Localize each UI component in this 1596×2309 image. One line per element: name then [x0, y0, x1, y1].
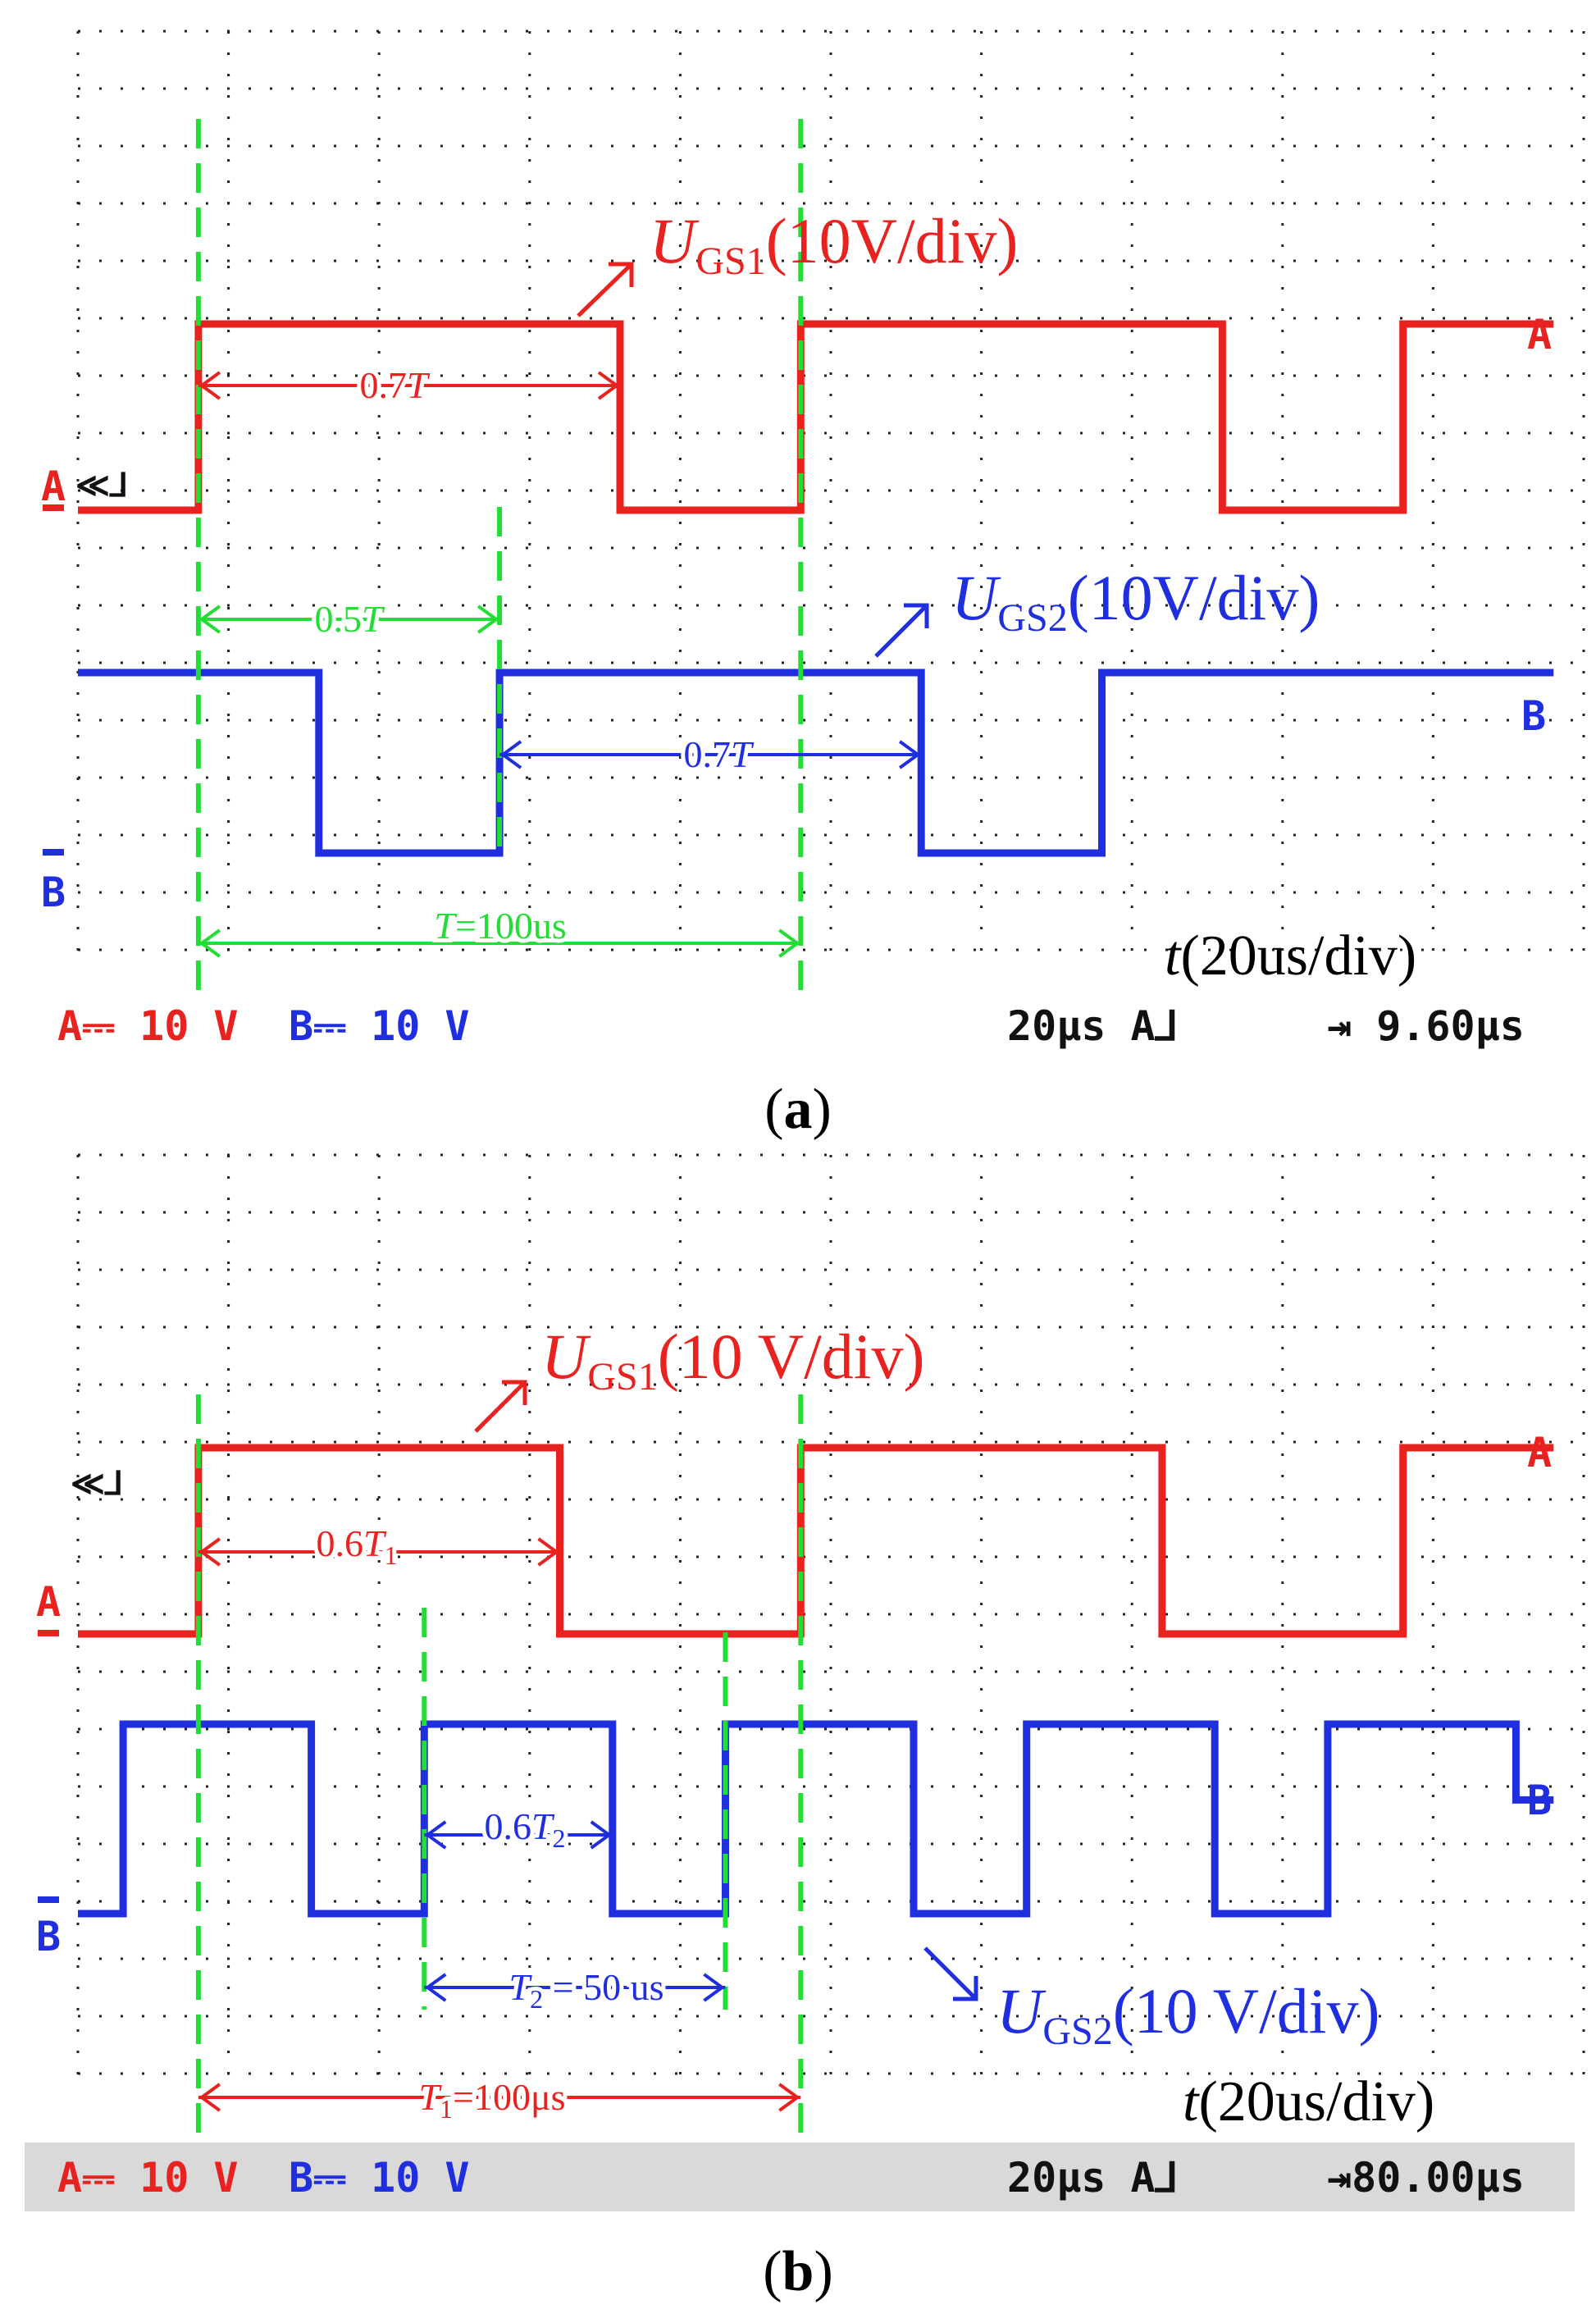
- time-axis-label: t(20us/div): [1183, 2070, 1434, 2133]
- arrowhead-left: [424, 1973, 447, 2002]
- arrowhead-right: [597, 371, 620, 400]
- status-ch-b: B⎓ 10 V: [289, 1002, 470, 1050]
- channel-b-end-marker: B: [1527, 1777, 1552, 1824]
- pointer-arrow-ugs2: [874, 603, 929, 658]
- arrowhead-right: [778, 2083, 800, 2112]
- arrowhead-left: [198, 929, 221, 958]
- status-timebase: 20μs A⅃: [1007, 2154, 1178, 2202]
- trigger-marker: ≪⅃: [71, 1465, 123, 1503]
- panel-caption-a: (a): [764, 1078, 832, 1141]
- annotation-label: 0.7T: [359, 364, 431, 406]
- channel-a-marker: A: [36, 1578, 61, 1626]
- status-delay: ⇥80.00μs: [1327, 2154, 1525, 2202]
- arrowhead-right: [778, 929, 800, 958]
- arrowhead-right: [537, 1537, 559, 1567]
- status-bar-background-b: [25, 2142, 1575, 2211]
- arrowhead-right: [477, 605, 499, 634]
- arrowhead-left: [198, 605, 221, 634]
- panel-b: 0.6T1 0.6T2 T2 = 50 us T1=100μs UGS1(10 …: [25, 1153, 1585, 2303]
- channel-b-marker: B: [41, 869, 66, 916]
- marker-lines-a: [195, 119, 804, 997]
- pointer-arrow-ugs1: [474, 1380, 527, 1433]
- trigger-marker: ≪⅃: [75, 467, 128, 504]
- annotation-label: T2 = 50 us: [509, 1966, 664, 2014]
- channel-a-end-marker: A: [1527, 311, 1552, 358]
- channel-a-ground-tick: [43, 504, 64, 511]
- scope-grid-b: [76, 1153, 1585, 2091]
- waveform-ugs2-a: [78, 669, 1554, 857]
- annotation-label: T=100us: [434, 905, 566, 947]
- time-axis-label: t(20us/div): [1165, 924, 1416, 988]
- dimension-arrows-b: [198, 1537, 801, 2112]
- status-ch-a: A⎓ 10 V: [57, 1002, 239, 1050]
- annotation-label: 0.6T2: [484, 1805, 565, 1853]
- annotation-label: 0.6T1: [316, 1522, 397, 1570]
- channel-b-end-marker: B: [1521, 692, 1546, 740]
- channel-a-ground-tick: [38, 1630, 59, 1636]
- channel-a-end-marker: A: [1527, 1429, 1552, 1476]
- arrowhead-left: [424, 1820, 447, 1850]
- series-label-ugs2: UGS2(10V/div): [951, 562, 1320, 640]
- series-label-ugs1: UGS1(10 V/div): [541, 1321, 924, 1399]
- channel-b-ground-tick: [43, 849, 64, 856]
- waveform-ugs1-b: [78, 1444, 1554, 1638]
- status-ch-a: A⎓ 10 V: [57, 2154, 239, 2202]
- series-label-ugs2: UGS2(10 V/div): [996, 1975, 1379, 2053]
- arrowhead-left: [198, 2083, 221, 2112]
- channel-b-ground-tick: [38, 1896, 59, 1903]
- scope-grid-a: [76, 30, 1585, 967]
- panel-a: 0.7T 0.5T 0.7T T=100us UGS1(10V/div) UGS…: [41, 30, 1585, 1141]
- arrowhead-right: [590, 1820, 613, 1850]
- status-ch-b: B⎓ 10 V: [289, 2154, 470, 2202]
- pointer-arrow-ugs1: [577, 262, 634, 317]
- arrowhead-right: [703, 1973, 725, 2002]
- channel-b-marker: B: [36, 1913, 61, 1960]
- panel-caption-b: (b): [763, 2240, 833, 2303]
- status-delay: ⇥ 9.60μs: [1327, 1002, 1525, 1050]
- channel-a-marker: A: [41, 463, 66, 510]
- pointer-arrow-ugs2: [923, 1946, 978, 2001]
- series-label-ugs1: UGS1(10V/div): [650, 205, 1018, 283]
- annotation-label: T1=100μs: [418, 2076, 565, 2124]
- dimension-arrows-a: [198, 371, 922, 958]
- status-timebase: 20μs A⅃: [1007, 1002, 1178, 1050]
- arrowhead-left: [198, 1537, 221, 1567]
- annotation-label: 0.7T: [683, 733, 755, 775]
- annotation-label: 0.5T: [314, 598, 385, 640]
- arrowhead-left: [499, 740, 522, 769]
- marker-lines-b: [195, 1394, 804, 2133]
- waveform-ugs2-b: [78, 1720, 1554, 1918]
- arrowhead-right: [898, 740, 921, 769]
- waveform-ugs1-a: [78, 320, 1554, 514]
- arrowhead-left: [198, 371, 221, 400]
